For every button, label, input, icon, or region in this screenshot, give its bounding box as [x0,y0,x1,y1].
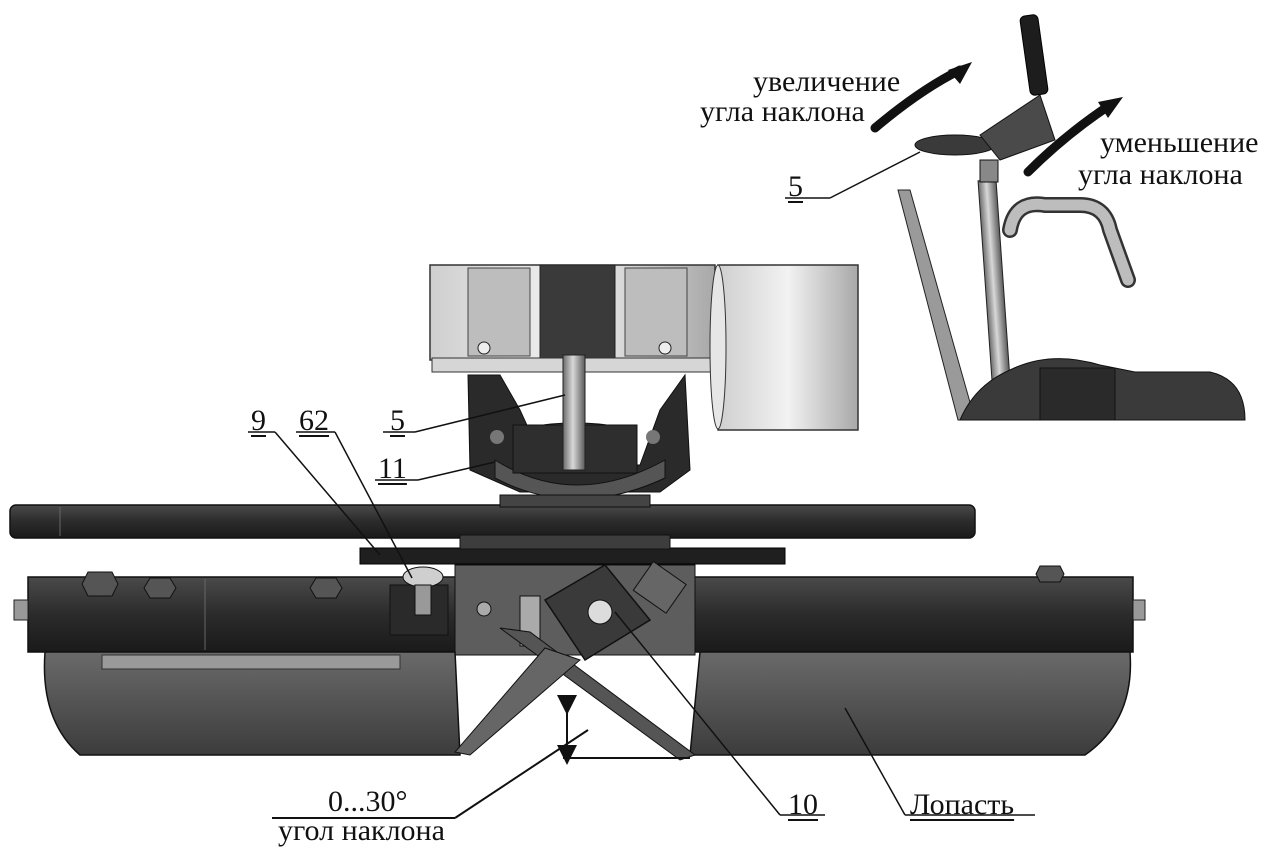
gear-housing [429,264,718,373]
callout-11: 11 [378,452,407,485]
callout-10: 10 [788,788,818,821]
decrease-label-2: угла наклона [1078,158,1243,191]
angle-indicator [272,695,690,819]
plate-9 [359,547,786,565]
increase-label-2: угла наклона [700,95,865,128]
callout-62: 62 [299,404,329,437]
bolts [81,565,1065,616]
adjuster-10 [476,560,687,662]
angle-value: 0...30° [328,785,408,818]
rotor-disc [9,494,976,539]
tilted-blade [454,627,697,761]
inset-view [897,14,1246,421]
inset-arrows [870,65,1115,177]
motor-cylinder [709,264,859,431]
blade-left [43,651,461,756]
callout-blade: Лопасть [910,788,1015,821]
inset-callout-5: 5 [788,170,803,203]
callout-9: 9 [251,404,266,437]
leader-lines [248,394,1035,816]
decrease-label-1: уменьшение [1100,126,1259,159]
bolt-62 [402,566,444,588]
increase-label-1: увеличение [753,65,901,98]
blade-right [689,651,1132,756]
callout-5: 5 [390,404,405,437]
angle-caption: угол наклона [278,814,445,847]
rod-5 [562,354,586,471]
